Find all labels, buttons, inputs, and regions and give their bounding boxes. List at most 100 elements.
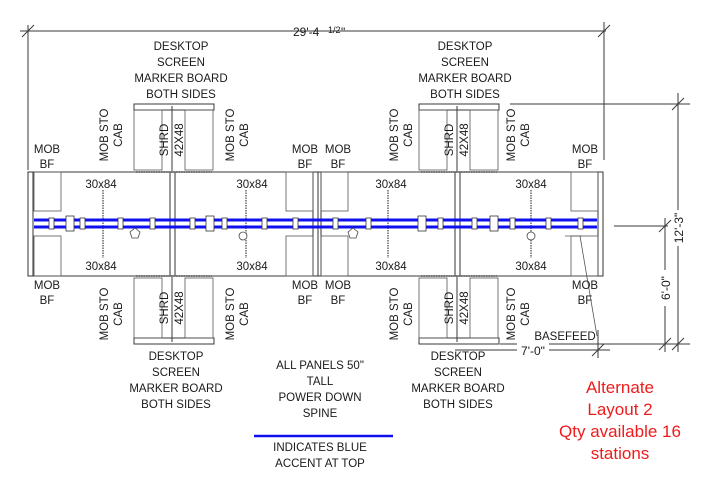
legend-line: INDICATES BLUE [273,442,367,454]
mob-label: BF [298,159,313,171]
sto-label: CAB [113,302,125,326]
callout-line: BOTH SIDES [430,89,500,101]
sto-label: MOB STO [389,288,401,341]
shred-label: SHRD [159,124,171,157]
callout-line: SCREEN [434,367,482,379]
callout-line: BOTH SIDES [423,399,493,411]
mob-label: BF [40,295,55,307]
worksurface-label: 30x84 [515,261,547,273]
sto-label: MOB STO [389,109,401,162]
callout-line: MARKER BOARD [129,383,222,395]
workstation-cluster [27,171,604,337]
shred-label: SHRD [444,292,456,325]
power-pole-icon [347,227,359,239]
mob-label: MOB [292,144,319,156]
sto-label: CAB [403,302,415,326]
overall-width-inch: " [341,25,345,39]
overall-width-label: 29'-4 [293,25,320,39]
worksurface-label: 30x84 [85,261,117,273]
sto-label: CAB [403,123,415,147]
mob-label: BF [298,295,313,307]
shred-table-labels: SHRD 42X48 SHRD 42X48 SHRD 42X48 SHRD 42… [159,123,471,324]
panel-notes: ALL PANELS 50" TALL POWER DOWN SPINE [276,360,364,420]
sto-label: MOB STO [99,288,111,341]
worksurface-label: 30x84 [85,179,117,191]
callout-line: SCREEN [152,367,200,379]
table-label: 42X48 [459,291,471,324]
mob-label: BF [331,295,346,307]
callout-line: BOTH SIDES [146,89,216,101]
shred-label: SHRD [159,292,171,325]
storage-pod-bottom-left [133,275,215,345]
note-line: POWER DOWN [278,392,361,404]
callout-line: MARKER BOARD [418,73,511,85]
mob-label: BF [578,159,593,171]
callout-line: DESKTOP [438,41,493,53]
table-label: 42X48 [459,123,471,156]
shred-label: SHRD [444,124,456,157]
power-pole-icon [526,231,536,241]
callout-line: MARKER BOARD [134,73,227,85]
station-width-label: 7'-0" [521,344,545,358]
mob-label: MOB [292,280,319,292]
note-line: ALL PANELS 50" [276,360,364,372]
worksurface-label: 30x84 [236,261,268,273]
overall-width-dimension: 29'-4 1/2 " [20,22,611,170]
sto-label: MOB STO [99,109,111,162]
basefeed-label: BASEFEED [534,331,595,343]
callout-line: DESKTOP [431,351,486,363]
title-line: Qty available 16 [559,422,681,441]
storage-pod-bottom-right [418,275,500,345]
legend-blue-accent: INDICATES BLUE ACCENT AT TOP [254,434,393,470]
desk-callout-bottom-left: DESKTOP SCREEN MARKER BOARD BOTH SIDES [129,351,222,411]
mob-bf-labels: MOB BF MOB BF MOB BF MOB BF MOB BF MOB B… [34,144,599,307]
storage-pod-top-right [418,103,500,173]
worksurface-label: 30x84 [515,179,547,191]
callout-line: MARKER BOARD [411,383,504,395]
sto-label: MOB STO [225,288,237,341]
callout-line: DESKTOP [149,351,204,363]
desk-callout-top-right: DESKTOP SCREEN MARKER BOARD BOTH SIDES [418,41,511,101]
depth-dimensions: 12'-3" 6'-0" [500,93,690,352]
note-line: SPINE [303,408,338,420]
mob-label: MOB [572,280,599,292]
storage-pod-top-left [133,103,215,173]
station-width-dimension: 7'-0" [455,330,610,358]
sto-label: MOB STO [225,109,237,162]
mob-label: BF [40,159,55,171]
sto-label: CAB [520,302,532,326]
worksurface-labels: 30x84 30x84 30x84 30x84 30x84 30x84 30x8… [85,179,547,273]
desk-callout-bottom-right: DESKTOP SCREEN MARKER BOARD BOTH SIDES [411,351,504,411]
mob-label: BF [578,295,593,307]
overall-depth-label: 12'-3" [672,213,686,244]
legend-line: ACCENT AT TOP [275,458,365,470]
desk-callout-top-left: DESKTOP SCREEN MARKER BOARD BOTH SIDES [134,41,227,101]
sto-label: CAB [239,302,251,326]
power-pole-icon [129,227,141,239]
sto-label: MOB STO [506,288,518,341]
table-label: 42X48 [174,123,186,156]
title-line: Alternate [586,378,654,397]
mob-label: MOB [34,144,61,156]
layout-title: Alternate Layout 2 Qty available 16 stat… [559,378,681,463]
mob-label: MOB [572,144,599,156]
callout-line: DESKTOP [154,41,209,53]
callout-line: SCREEN [441,57,489,69]
table-label: 42X48 [174,291,186,324]
sto-label: CAB [113,123,125,147]
callout-line: BOTH SIDES [141,399,211,411]
mob-label: MOB [325,144,352,156]
power-pole-icon [238,231,248,241]
title-line: stations [591,444,650,463]
worksurface-label: 30x84 [236,179,268,191]
mob-label: MOB [34,280,61,292]
overall-width-fraction: 1/2 [328,25,341,35]
title-line: Layout 2 [587,400,652,419]
sto-label: CAB [520,123,532,147]
worksurface-label: 30x84 [375,179,407,191]
sto-label: MOB STO [506,109,518,162]
mob-label: BF [331,159,346,171]
half-depth-label: 6'-0" [659,276,673,300]
